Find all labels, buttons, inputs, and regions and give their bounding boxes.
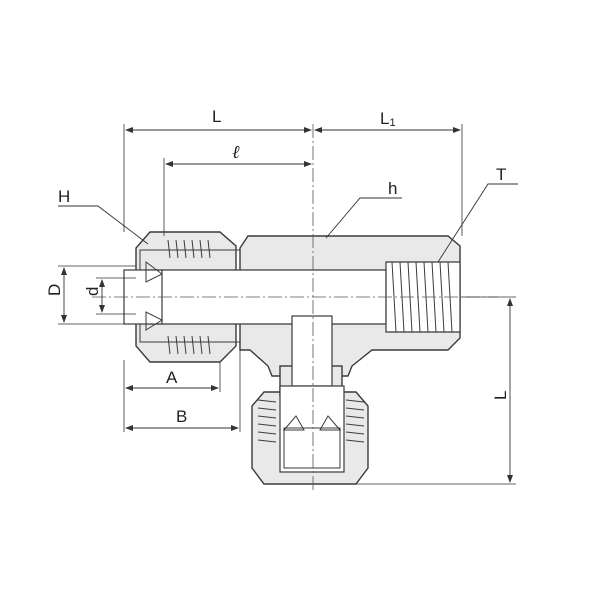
label-H: H [58,187,70,206]
label-d: d [83,287,102,296]
label-L-top: L [212,107,221,126]
leader-lines [58,183,518,263]
left-nut-threads [167,239,211,355]
bottom-ferrule-left [282,415,305,431]
center-lines [92,124,498,492]
vertical-bore [291,315,333,387]
label-h: h [388,179,397,198]
left-ferrule-top [145,261,163,283]
bottom-nut-threads [257,399,365,443]
label-A: A [166,368,178,387]
leader-h [325,197,402,239]
fitting-body [123,231,461,485]
dimension-labels: L L1 ℓ H h T A B D d L [45,107,510,426]
label-T: T [496,165,506,184]
label-D: D [45,284,64,296]
bottom-tube [283,427,341,469]
left-tube [123,269,163,325]
extension-lines [58,124,516,485]
label-L-right: L [491,391,510,400]
label-B: B [176,407,187,426]
label-L1: L1 [380,109,396,129]
leader-T [437,183,518,263]
bottom-socket [279,385,345,473]
left-ferrule-bottom [145,311,164,331]
bottom-ferrule-right [319,415,342,431]
leader-H [58,205,149,245]
dimension-lines [61,127,513,483]
label-ell: ℓ [232,142,240,162]
